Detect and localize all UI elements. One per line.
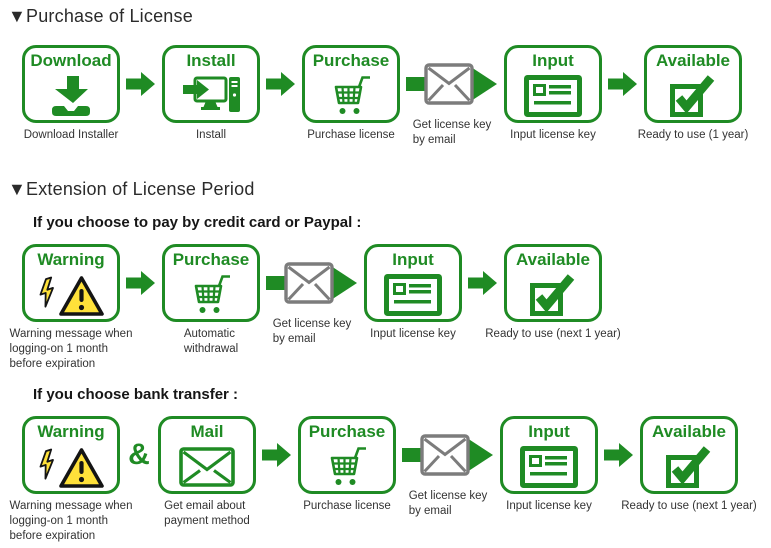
- subheading-credit-card-paypal: If you choose to pay by credit card or P…: [33, 214, 362, 231]
- flow-step-available: Available Ready to use (next 1 year): [485, 244, 621, 342]
- cart-icon: [324, 442, 370, 491]
- flow-step-input: Input Input license key: [364, 244, 462, 342]
- flow-credit-card-paypal: Warning Warning message when logging-on …: [10, 244, 763, 372]
- step-box-mail: Mail: [158, 416, 256, 494]
- flow-arrow-icon: [604, 440, 634, 470]
- step-box-available: Available: [640, 416, 738, 494]
- flow-step-input: Input Input license key: [504, 45, 602, 143]
- flow-bank-transfer: Warning Warning message when logging-on …: [10, 416, 763, 544]
- subheading-bank-transfer: If you choose bank transfer :: [33, 386, 239, 403]
- step-caption: Automatic withdrawal: [183, 328, 239, 355]
- flow-purchase-of-license: Download Download Installer Install: [22, 45, 763, 148]
- section-title-extension: ▼Extension of License Period: [8, 179, 255, 199]
- warning-icon: [38, 442, 104, 491]
- email-caption: Get license key by email: [408, 490, 488, 517]
- warning-icon: [38, 270, 104, 319]
- email-caption: Get license key by email: [412, 119, 492, 146]
- mail-icon: [179, 442, 235, 491]
- box-title: Download: [30, 51, 112, 70]
- step-box-warning: Warning: [22, 416, 120, 494]
- download-icon: [48, 71, 94, 120]
- envelope-arrow-icon: [402, 425, 494, 485]
- step-box-input: Input: [364, 244, 462, 322]
- flow-step-purchase: Purchase Purchase license: [302, 45, 400, 143]
- flow-arrow-icon: [262, 440, 292, 470]
- step-box-input: Input: [504, 45, 602, 123]
- flow-step-install: Install Install: [162, 45, 260, 143]
- flow-arrow-icon: [468, 268, 498, 298]
- step-caption: Ready to use (next 1 year): [621, 500, 757, 512]
- step-caption: Ready to use (next 1 year): [485, 328, 621, 340]
- flow-step-available: Available Ready to use (1 year): [638, 45, 748, 143]
- step-box-download: Download: [22, 45, 120, 123]
- email-caption: Get license key by email: [272, 318, 352, 345]
- box-title: Warning: [37, 250, 105, 269]
- form-icon: [384, 270, 442, 319]
- step-caption: Input license key: [510, 129, 596, 141]
- form-icon: [524, 71, 582, 120]
- step-caption: Get email about payment method: [164, 500, 250, 527]
- step-box-input: Input: [500, 416, 598, 494]
- box-title: Warning: [37, 422, 105, 441]
- cart-icon: [188, 270, 234, 319]
- install-icon: [182, 71, 240, 120]
- step-box-purchase: Purchase: [162, 244, 260, 322]
- envelope-arrow-icon: [406, 54, 498, 114]
- box-title: Input: [528, 422, 570, 441]
- step-caption: Warning message when logging-on 1 month …: [9, 328, 133, 370]
- box-title: Available: [651, 422, 727, 441]
- box-title: Purchase: [172, 250, 250, 269]
- flow-step-download: Download Download Installer: [22, 45, 120, 143]
- step-caption: Input license key: [370, 328, 456, 340]
- form-icon: [520, 442, 578, 491]
- step-caption: Install: [195, 129, 227, 141]
- checkbox-icon: [669, 71, 717, 120]
- flow-step-input: Input Input license key: [500, 416, 598, 514]
- step-caption: Input license key: [506, 500, 592, 512]
- step-caption: Warning message when logging-on 1 month …: [9, 500, 133, 542]
- ampersand-connector: &: [128, 438, 150, 471]
- box-title: Mail: [190, 422, 224, 441]
- flow-step-warning: Warning Warning message when logging-on …: [10, 244, 132, 372]
- step-caption: Download Installer: [23, 129, 119, 141]
- box-title: Available: [515, 250, 591, 269]
- step-box-available: Available: [644, 45, 742, 123]
- flow-step-available: Available Ready to use (next 1 year): [621, 416, 757, 514]
- email-arrow-step: Get license key by email: [406, 45, 498, 148]
- box-title: Input: [392, 250, 434, 269]
- email-arrow-step: Get license key by email: [266, 244, 358, 347]
- box-title: Purchase: [308, 422, 386, 441]
- envelope-arrow-icon: [266, 253, 358, 313]
- cart-icon: [328, 71, 374, 120]
- box-title: Purchase: [312, 51, 390, 70]
- flow-step-purchase: Purchase Automatic withdrawal: [162, 244, 260, 357]
- flow-step-purchase: Purchase Purchase license: [298, 416, 396, 514]
- checkbox-icon: [665, 442, 713, 491]
- step-box-warning: Warning: [22, 244, 120, 322]
- box-title: Input: [532, 51, 574, 70]
- section-title-purchase: ▼Purchase of License: [8, 6, 193, 26]
- flow-arrow-icon: [126, 69, 156, 99]
- step-caption: Purchase license: [307, 129, 395, 141]
- step-box-install: Install: [162, 45, 260, 123]
- checkbox-icon: [529, 270, 577, 319]
- box-title: Available: [655, 51, 731, 70]
- step-caption: Purchase license: [303, 500, 391, 512]
- step-box-purchase: Purchase: [302, 45, 400, 123]
- step-box-purchase: Purchase: [298, 416, 396, 494]
- step-caption: Ready to use (1 year): [637, 129, 749, 141]
- flow-arrow-icon: [608, 69, 638, 99]
- box-title: Install: [186, 51, 236, 70]
- email-arrow-step: Get license key by email: [402, 416, 494, 519]
- flow-arrow-icon: [126, 268, 156, 298]
- flow-step-warning: Warning Warning message when logging-on …: [10, 416, 132, 544]
- step-box-available: Available: [504, 244, 602, 322]
- flow-arrow-icon: [266, 69, 296, 99]
- flow-step-mail: Mail Get email about payment method: [158, 416, 256, 529]
